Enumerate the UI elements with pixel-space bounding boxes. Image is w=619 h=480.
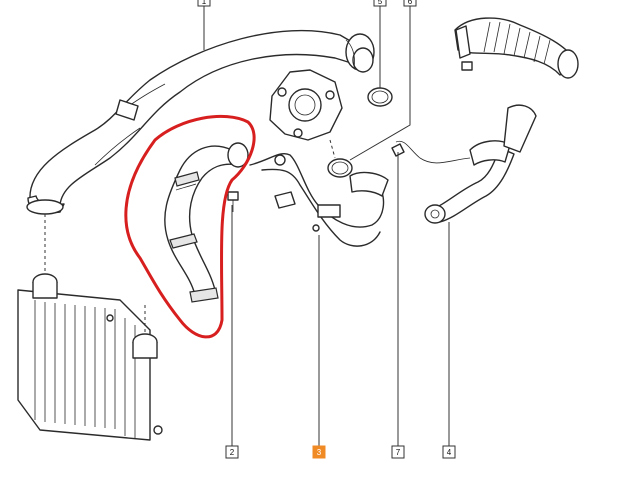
callout-1-label: 1 xyxy=(202,0,207,6)
air-inlet-hose xyxy=(454,17,579,79)
egr-pipe xyxy=(391,104,537,224)
callout-6-box xyxy=(403,0,417,7)
callout-2-label: 2 xyxy=(230,448,235,457)
callout-6: 6 xyxy=(403,0,417,7)
upper-intercooler-hose xyxy=(26,29,375,215)
o-ring-lower xyxy=(327,158,353,178)
intercooler xyxy=(17,273,163,441)
callout-7-label: 7 xyxy=(396,448,401,457)
callout-5: 5 xyxy=(373,0,387,7)
highlight-loop xyxy=(124,115,256,339)
callout-5-label: 5 xyxy=(378,0,383,6)
lower-turbo-hose xyxy=(164,142,249,303)
callout-4-label: 4 xyxy=(447,448,452,457)
callout-6-label: 6 xyxy=(408,0,413,6)
callout-7: 7 xyxy=(391,445,405,459)
callout-3: 3 xyxy=(312,445,326,459)
callout-5-box xyxy=(373,0,387,7)
callout-3-label: 3 xyxy=(317,448,322,457)
alignment-lines xyxy=(44,139,336,334)
callout-4: 4 xyxy=(442,445,456,459)
o-ring-upper xyxy=(367,87,393,107)
callout-7-box xyxy=(391,445,405,459)
callout-4-box xyxy=(442,445,456,459)
callout-2: 2 xyxy=(225,445,239,459)
leader-lines xyxy=(203,5,450,446)
callout-2-box xyxy=(225,445,239,459)
intake-pipe-assembly xyxy=(249,153,389,247)
callout-3-box xyxy=(312,445,326,459)
callout-1: 1 xyxy=(197,0,211,7)
callout-1-box xyxy=(197,0,211,7)
bolt xyxy=(227,191,239,212)
throttle-body xyxy=(269,69,343,141)
